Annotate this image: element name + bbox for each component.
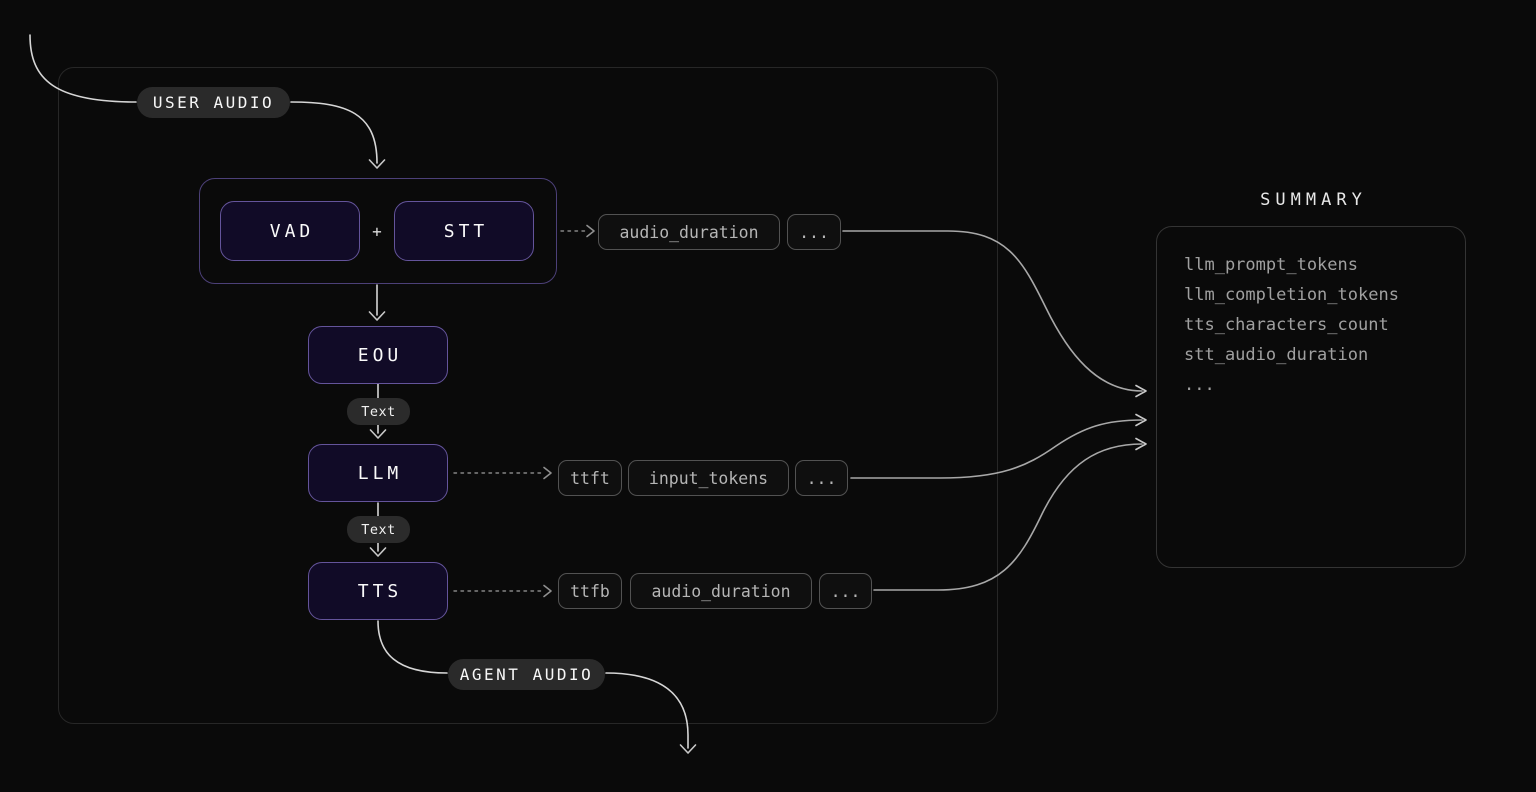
summary-title: SUMMARY: [1156, 190, 1466, 210]
tts-metric-more: ...: [819, 573, 872, 609]
pipeline-container: [58, 67, 998, 724]
node-tts: TTS: [308, 562, 448, 620]
metric-text: ...: [806, 468, 837, 488]
agent-audio-label: AGENT AUDIO: [448, 659, 605, 690]
tts-metric-audio-duration: audio_duration: [630, 573, 812, 609]
node-stt: STT: [394, 201, 534, 261]
eou-label: EOU: [357, 344, 403, 366]
tts-label: TTS: [357, 580, 403, 602]
metric-text: ...: [799, 222, 829, 242]
stt-metric-audio-duration: audio_duration: [598, 214, 780, 250]
summary-item: tts_characters_count: [1184, 315, 1389, 335]
summary-item: llm_prompt_tokens: [1184, 255, 1358, 275]
text-edge-label-1: Text: [347, 398, 410, 425]
user-audio-label: USER AUDIO: [137, 87, 290, 118]
node-eou: EOU: [308, 326, 448, 384]
tts-metric-ttfb: ttfb: [558, 573, 622, 609]
llm-metric-more: ...: [795, 460, 848, 496]
stt-label: STT: [443, 220, 489, 242]
metric-text: audio_duration: [619, 222, 759, 242]
stt-metric-more: ...: [787, 214, 841, 250]
plus-sign: +: [372, 221, 382, 241]
metric-text: ...: [830, 581, 861, 601]
summary-title-text: SUMMARY: [1260, 190, 1367, 210]
metric-text: audio_duration: [651, 581, 791, 601]
metric-text: ttft: [570, 468, 610, 488]
vad-stt-group: [199, 178, 557, 284]
user-audio-text: USER AUDIO: [152, 93, 275, 112]
summary-panel: llm_prompt_tokens llm_completion_tokens …: [1156, 226, 1466, 568]
agent-audio-text: AGENT AUDIO: [459, 665, 594, 684]
metric-text: ttfb: [570, 581, 610, 601]
vad-label: VAD: [269, 220, 315, 242]
node-llm: LLM: [308, 444, 448, 502]
text-label: Text: [361, 521, 396, 538]
llm-metric-input-tokens: input_tokens: [628, 460, 789, 496]
llm-label: LLM: [357, 462, 403, 484]
summary-item: llm_completion_tokens: [1184, 285, 1399, 305]
metric-text: input_tokens: [648, 468, 769, 488]
summary-item: stt_audio_duration: [1184, 345, 1369, 365]
text-edge-label-2: Text: [347, 516, 410, 543]
node-vad: VAD: [220, 201, 360, 261]
summary-item: ...: [1184, 375, 1215, 395]
text-label: Text: [361, 403, 396, 420]
llm-metric-ttft: ttft: [558, 460, 622, 496]
